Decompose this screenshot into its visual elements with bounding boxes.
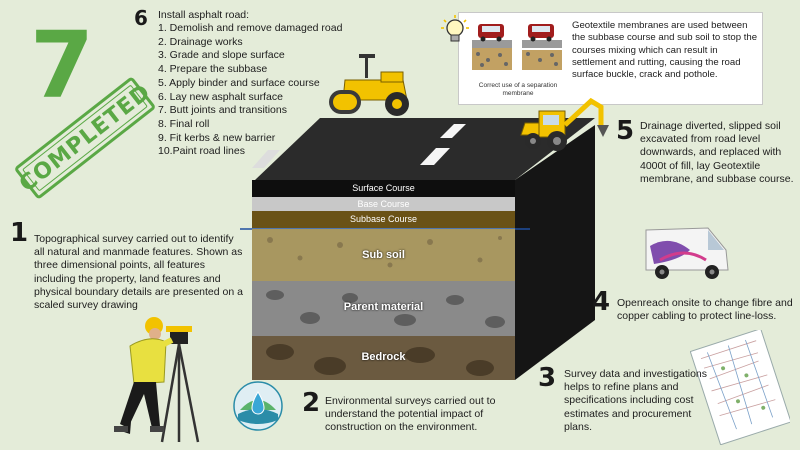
parent-material-label: Parent material (343, 301, 424, 313)
step-2-text: Environmental surveys carried out to und… (325, 395, 496, 434)
step-5-text: Drainage diverted, slipped soil excavate… (640, 120, 794, 185)
surveyor-icon (114, 317, 200, 443)
subbase-course-label: Subbase Course (349, 214, 418, 224)
geotextile-caption: Correct use of a separation membrane (478, 82, 558, 97)
sub-soil-label: Sub soil (362, 249, 405, 261)
bedrock-label: Bedrock (361, 351, 406, 363)
surface-course-layer: Surface Course (252, 180, 515, 197)
step-4-text: Openreach onsite to change fibre and cop… (617, 297, 793, 323)
step-7-number: 7 (30, 12, 95, 119)
base-course-label: Base Course (357, 199, 410, 209)
survey-drawing-icon (690, 330, 790, 445)
parent-material-layer: Parent material (252, 281, 515, 336)
road-line-marking (420, 148, 450, 165)
step-6-list: 1. Demolish and remove damaged road 2. D… (158, 22, 342, 159)
list-item: 5. Apply binder and surface course (158, 76, 320, 89)
list-item: 6. Lay new asphalt surface (158, 90, 283, 103)
list-item: 4. Prepare the subbase (158, 63, 268, 76)
environment-logo-icon (233, 381, 283, 431)
step-1-number: 1 (10, 218, 29, 248)
step-6-number: 6 (134, 6, 148, 30)
list-item: 2. Drainage works (158, 35, 243, 48)
van-icon (645, 227, 729, 279)
step-2-number: 2 (302, 388, 321, 418)
surface-course-label: Surface Course (352, 183, 415, 193)
step-3-number: 3 (538, 363, 557, 393)
subbase-course-layer: Subbase Course (252, 211, 515, 228)
step-5-number: 5 (616, 116, 635, 146)
bedrock-layer: Bedrock (252, 336, 515, 380)
list-item: 3. Grade and slope surface (158, 49, 285, 62)
separation-membrane-illustration (472, 24, 562, 70)
base-course-layer: Base Course (252, 197, 515, 211)
step-4-number: 4 (592, 287, 611, 317)
list-item: 1. Demolish and remove damaged road (158, 22, 343, 34)
backhoe-icon (520, 97, 609, 151)
step-6-title: Install asphalt road: (158, 9, 250, 21)
list-item: 7. Butt joints and transitions (158, 104, 287, 117)
step-1-text: Topographical survey carried out to iden… (34, 233, 243, 312)
lightbulb-icon (441, 15, 469, 42)
geotextile-text: Geotextile membranes are used between th… (572, 20, 758, 81)
road-roller-icon (329, 54, 409, 116)
list-item: 10.Paint road lines (158, 145, 245, 158)
sub-soil-layer: Sub soil (252, 229, 515, 281)
list-item: 9. Fit kerbs & new barrier (158, 131, 276, 144)
list-item: 8. Final roll (158, 117, 210, 130)
step-3-text: Survey data and investigations helps to … (564, 368, 708, 433)
